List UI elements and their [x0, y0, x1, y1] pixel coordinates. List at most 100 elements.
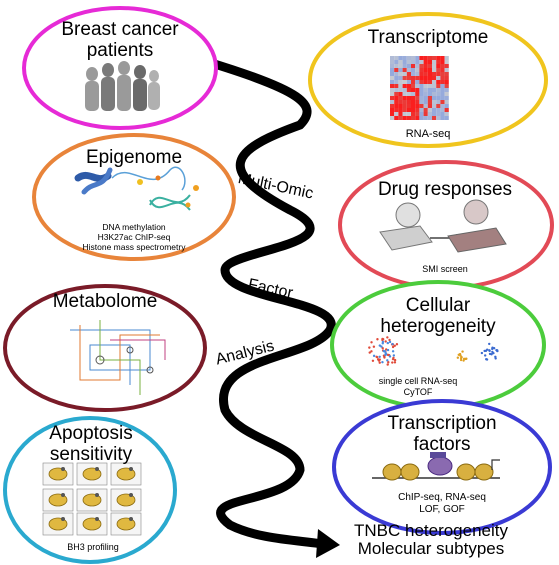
heatmap-cell — [411, 80, 416, 84]
heatmap-cell — [427, 108, 432, 112]
tf-method-line2: LOF, GOF — [419, 503, 465, 515]
heatmap-cell — [415, 116, 420, 120]
heatmap-cell — [406, 76, 411, 80]
heatmap-cell — [423, 60, 428, 64]
heatmap-cell — [440, 60, 445, 64]
heatmap-cell — [398, 96, 403, 100]
heatmap-cell — [415, 60, 420, 64]
heatmap-cell — [402, 60, 407, 64]
heatmap-cell — [406, 72, 411, 76]
outcome-line2: Molecular subtypes — [357, 539, 505, 559]
heatmap-cell — [411, 76, 416, 80]
heatmap-cell — [402, 116, 407, 120]
heatmap-cell — [394, 108, 399, 112]
scatter-point — [393, 344, 396, 347]
heatmap-cell — [440, 80, 445, 84]
heatmap-cell — [406, 100, 411, 104]
heatmap-cell — [427, 116, 432, 120]
bh3-peptide — [61, 467, 65, 471]
heatmap-cell — [415, 88, 420, 92]
heatmap-cell — [444, 76, 449, 80]
scatter-point — [375, 355, 379, 359]
heatmap-cell — [411, 108, 416, 112]
heatmap-cell — [411, 92, 416, 96]
tsne-scatter-icon — [368, 336, 499, 366]
scatter-point — [371, 359, 375, 363]
transcriptome-title: Transcriptome — [340, 27, 516, 49]
heatmap-cell — [398, 76, 403, 80]
heatmap-cell — [440, 76, 445, 80]
heatmap-cell — [423, 64, 428, 68]
scatter-point — [456, 356, 460, 359]
scatter-point — [483, 354, 487, 357]
heatmap-cell — [427, 88, 432, 92]
heatmap-cell — [419, 80, 424, 84]
heatmap-cell — [440, 72, 445, 76]
epigenome-method-line3: Histone mass spectrometry — [82, 242, 186, 253]
bh3-peptide — [95, 467, 99, 471]
apoptosis-method-line1: BH3 profiling — [67, 542, 119, 552]
heatmap-cell — [415, 84, 420, 88]
heatmap-cell — [423, 76, 428, 80]
heatmap-cell — [423, 68, 428, 72]
scatter-point — [370, 341, 373, 344]
heatmap-cell — [423, 112, 428, 116]
pathway-curve — [203, 57, 336, 550]
heatmap-cell — [427, 56, 432, 60]
heatmap-cell — [427, 104, 432, 108]
heatmap-cell — [406, 64, 411, 68]
heatmap-cell — [419, 112, 424, 116]
bh3-cell — [48, 493, 68, 507]
heatmap-cell — [390, 72, 395, 76]
scatter-point — [372, 354, 376, 358]
heatmap-cell — [411, 112, 416, 116]
heatmap-cell — [419, 108, 424, 112]
scatter-point — [376, 358, 380, 361]
metabolic-network-icon — [70, 320, 166, 395]
heatmap-cell — [432, 96, 437, 100]
scatter-point — [380, 345, 383, 348]
scatter-point — [376, 338, 379, 341]
heatmap-cell — [411, 60, 416, 64]
heatmap-cell — [390, 96, 395, 100]
scatter-point — [465, 357, 468, 360]
heatmap-cell — [390, 64, 395, 68]
tf-title-line1: Transcription — [387, 413, 497, 434]
heatmap-cell — [402, 76, 407, 80]
scatter-point — [485, 358, 488, 361]
heatmap-cell — [436, 112, 441, 116]
heatmap-cell — [436, 116, 441, 120]
scatter-point — [381, 340, 385, 344]
heatmap-cell — [406, 84, 411, 88]
heatmap-cell — [402, 64, 407, 68]
heatmap-cell — [444, 56, 449, 60]
heatmap-cell — [390, 88, 395, 92]
heatmap-cell — [436, 84, 441, 88]
bh3-peptide — [129, 517, 133, 521]
heatmap-cell — [394, 96, 399, 100]
heatmap-cell — [440, 64, 445, 68]
transcriptome-title-line1: Transcriptome — [367, 27, 489, 48]
bh3-cell — [82, 517, 102, 531]
heatmap-cell — [436, 76, 441, 80]
pathway-arrowhead — [316, 529, 340, 558]
scatter-point — [386, 348, 390, 352]
heatmap-cell — [440, 96, 445, 100]
heatmap-cell — [394, 116, 399, 120]
heatmap-cell — [394, 104, 399, 108]
heatmap-cell — [402, 56, 407, 60]
heatmap-cell — [436, 92, 441, 96]
cellular-title-line1: Cellular — [405, 295, 471, 316]
heatmap-cell — [432, 92, 437, 96]
heatmap-cell — [394, 60, 399, 64]
bh3-cell — [48, 517, 68, 531]
metabolome-title-line1: Metabolome — [52, 291, 158, 312]
heatmap-cell — [398, 116, 403, 120]
heatmap-cell — [427, 60, 432, 64]
scatter-point — [378, 355, 381, 358]
outcome-text: TNBC heterogeneity Molecular subtypes — [336, 521, 526, 559]
heatmap-cell — [423, 104, 428, 108]
heatmap-cell — [411, 56, 416, 60]
heatmap-cell — [423, 88, 428, 92]
heatmap-cell — [402, 88, 407, 92]
